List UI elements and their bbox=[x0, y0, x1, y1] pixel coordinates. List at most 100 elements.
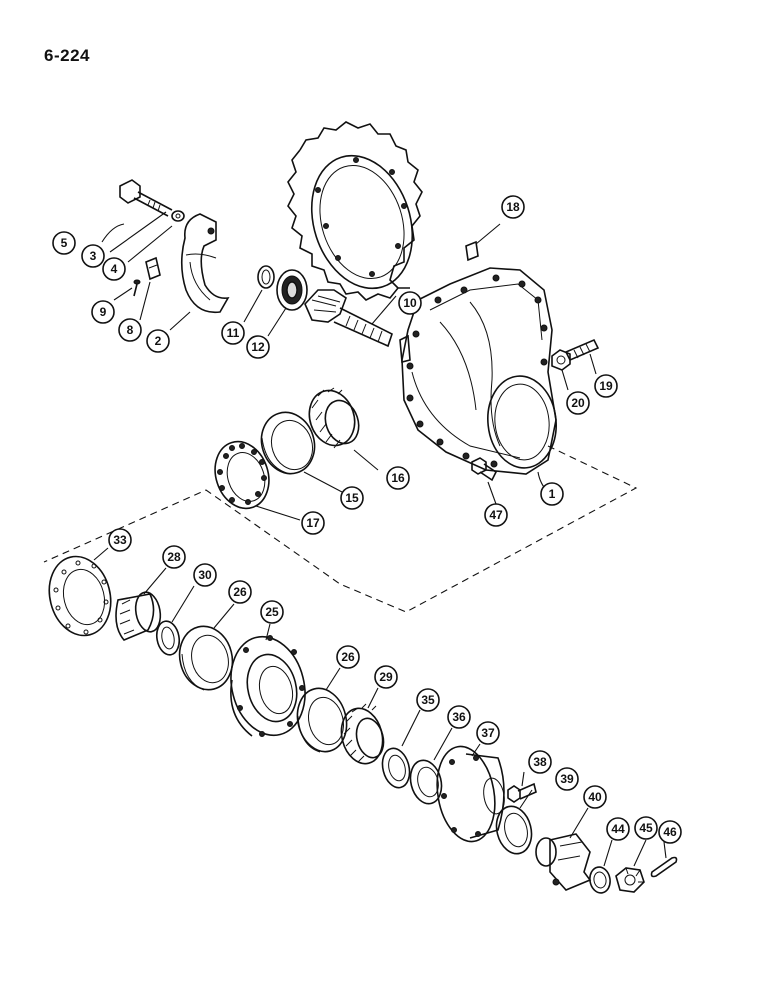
callout-9: 9 bbox=[91, 300, 115, 324]
callout-33: 33 bbox=[108, 528, 132, 552]
part-39-seal bbox=[495, 805, 533, 855]
svg-text:45: 45 bbox=[639, 821, 653, 835]
svg-text:36: 36 bbox=[452, 710, 466, 724]
svg-text:8: 8 bbox=[127, 323, 134, 337]
callout-46: 46 bbox=[658, 820, 682, 844]
part-17-adjusting-ring bbox=[214, 440, 270, 510]
callout-37: 37 bbox=[476, 721, 500, 745]
callout-26-left: 26 bbox=[228, 580, 252, 604]
callout-19: 19 bbox=[594, 374, 618, 398]
part-3-washer bbox=[171, 210, 185, 222]
part-38-bolt bbox=[507, 782, 537, 803]
part-12-pinion-bearing bbox=[276, 269, 308, 311]
part-15-bearing-cup bbox=[260, 411, 316, 475]
part-2-bearing-cap bbox=[180, 213, 230, 314]
page-reference: 6-224 bbox=[44, 46, 90, 65]
callout-8: 8 bbox=[118, 318, 142, 342]
part-29-bearing-cone bbox=[340, 703, 385, 765]
part-1-housing bbox=[399, 267, 557, 475]
svg-text:16: 16 bbox=[391, 471, 405, 485]
part-26-bearing-cup-left bbox=[178, 625, 234, 691]
part-45-castle-nut bbox=[615, 867, 645, 893]
svg-text:30: 30 bbox=[198, 568, 212, 582]
svg-text:2: 2 bbox=[155, 334, 162, 348]
part-35-spacer bbox=[381, 747, 411, 789]
svg-text:4: 4 bbox=[111, 262, 118, 276]
part-16-bearing-cone bbox=[308, 387, 360, 449]
part-8-lock-plate bbox=[145, 256, 161, 281]
svg-text:37: 37 bbox=[481, 726, 495, 740]
part-37-flange bbox=[436, 745, 505, 843]
callout-26-right: 26 bbox=[336, 645, 360, 669]
callout-35: 35 bbox=[416, 688, 440, 712]
svg-text:26: 26 bbox=[233, 585, 247, 599]
svg-text:15: 15 bbox=[345, 491, 359, 505]
part-18-clip bbox=[465, 240, 479, 262]
svg-text:20: 20 bbox=[571, 396, 585, 410]
part-19-stud bbox=[564, 338, 600, 362]
svg-text:38: 38 bbox=[533, 755, 547, 769]
callout-20: 20 bbox=[566, 391, 590, 415]
svg-text:5: 5 bbox=[61, 236, 68, 250]
svg-text:33: 33 bbox=[113, 533, 127, 547]
svg-text:3: 3 bbox=[90, 249, 97, 263]
svg-text:11: 11 bbox=[227, 326, 240, 340]
part-47-bolt bbox=[471, 457, 498, 482]
callout-44: 44 bbox=[606, 817, 630, 841]
part-9-screw bbox=[133, 279, 141, 297]
callout-10: 10 bbox=[398, 291, 422, 315]
part-20-nut bbox=[551, 349, 571, 371]
callout-11: 11 bbox=[221, 321, 245, 345]
leader-lines bbox=[93, 211, 667, 867]
part-25-hub bbox=[230, 635, 306, 737]
callout-17: 17 bbox=[301, 511, 325, 535]
part-26-bearing-cup-right bbox=[296, 687, 348, 753]
svg-text:18: 18 bbox=[506, 200, 520, 214]
svg-text:17: 17 bbox=[306, 516, 320, 530]
svg-text:39: 39 bbox=[560, 772, 574, 786]
callout-15: 15 bbox=[340, 486, 364, 510]
callout-1: 1 bbox=[540, 482, 564, 506]
part-46-cotter-pin bbox=[650, 856, 678, 878]
svg-text:35: 35 bbox=[421, 693, 435, 707]
svg-text:44: 44 bbox=[611, 822, 625, 836]
part-33-gasket bbox=[48, 555, 112, 637]
callout-16: 16 bbox=[386, 466, 410, 490]
callout-30: 30 bbox=[193, 563, 217, 587]
callout-4: 4 bbox=[102, 257, 126, 281]
part-40-yoke bbox=[535, 833, 592, 891]
part-5-bolt bbox=[119, 179, 173, 217]
callout-39: 39 bbox=[555, 767, 579, 791]
svg-text:19: 19 bbox=[599, 379, 613, 393]
part-44-washer bbox=[589, 866, 611, 894]
callout-18: 18 bbox=[501, 195, 525, 219]
svg-text:10: 10 bbox=[403, 296, 417, 310]
callout-5: 5 bbox=[52, 231, 76, 255]
callout-3: 3 bbox=[81, 244, 105, 268]
svg-text:46: 46 bbox=[663, 825, 677, 839]
part-10-ring-gear bbox=[287, 121, 423, 301]
callout-12: 12 bbox=[246, 335, 270, 359]
callout-45: 45 bbox=[634, 816, 658, 840]
callout-40: 40 bbox=[583, 785, 607, 809]
svg-text:25: 25 bbox=[265, 605, 279, 619]
part-11-snap-ring bbox=[257, 265, 275, 289]
svg-text:40: 40 bbox=[588, 790, 602, 804]
callout-25: 25 bbox=[260, 600, 284, 624]
part-28-bearing-cone bbox=[115, 591, 162, 641]
callout-47: 47 bbox=[484, 503, 508, 527]
svg-text:28: 28 bbox=[167, 550, 181, 564]
svg-text:26: 26 bbox=[341, 650, 355, 664]
callout-2: 2 bbox=[146, 329, 170, 353]
svg-text:29: 29 bbox=[379, 670, 393, 684]
svg-text:9: 9 bbox=[100, 305, 107, 319]
svg-text:12: 12 bbox=[251, 340, 265, 354]
callout-29: 29 bbox=[374, 665, 398, 689]
drive-pinion bbox=[304, 289, 393, 348]
callout-38: 38 bbox=[528, 750, 552, 774]
svg-text:1: 1 bbox=[549, 487, 556, 501]
callout-28: 28 bbox=[162, 545, 186, 569]
dashed-reference-line bbox=[43, 445, 638, 613]
part-30-seal-ring bbox=[155, 620, 181, 656]
